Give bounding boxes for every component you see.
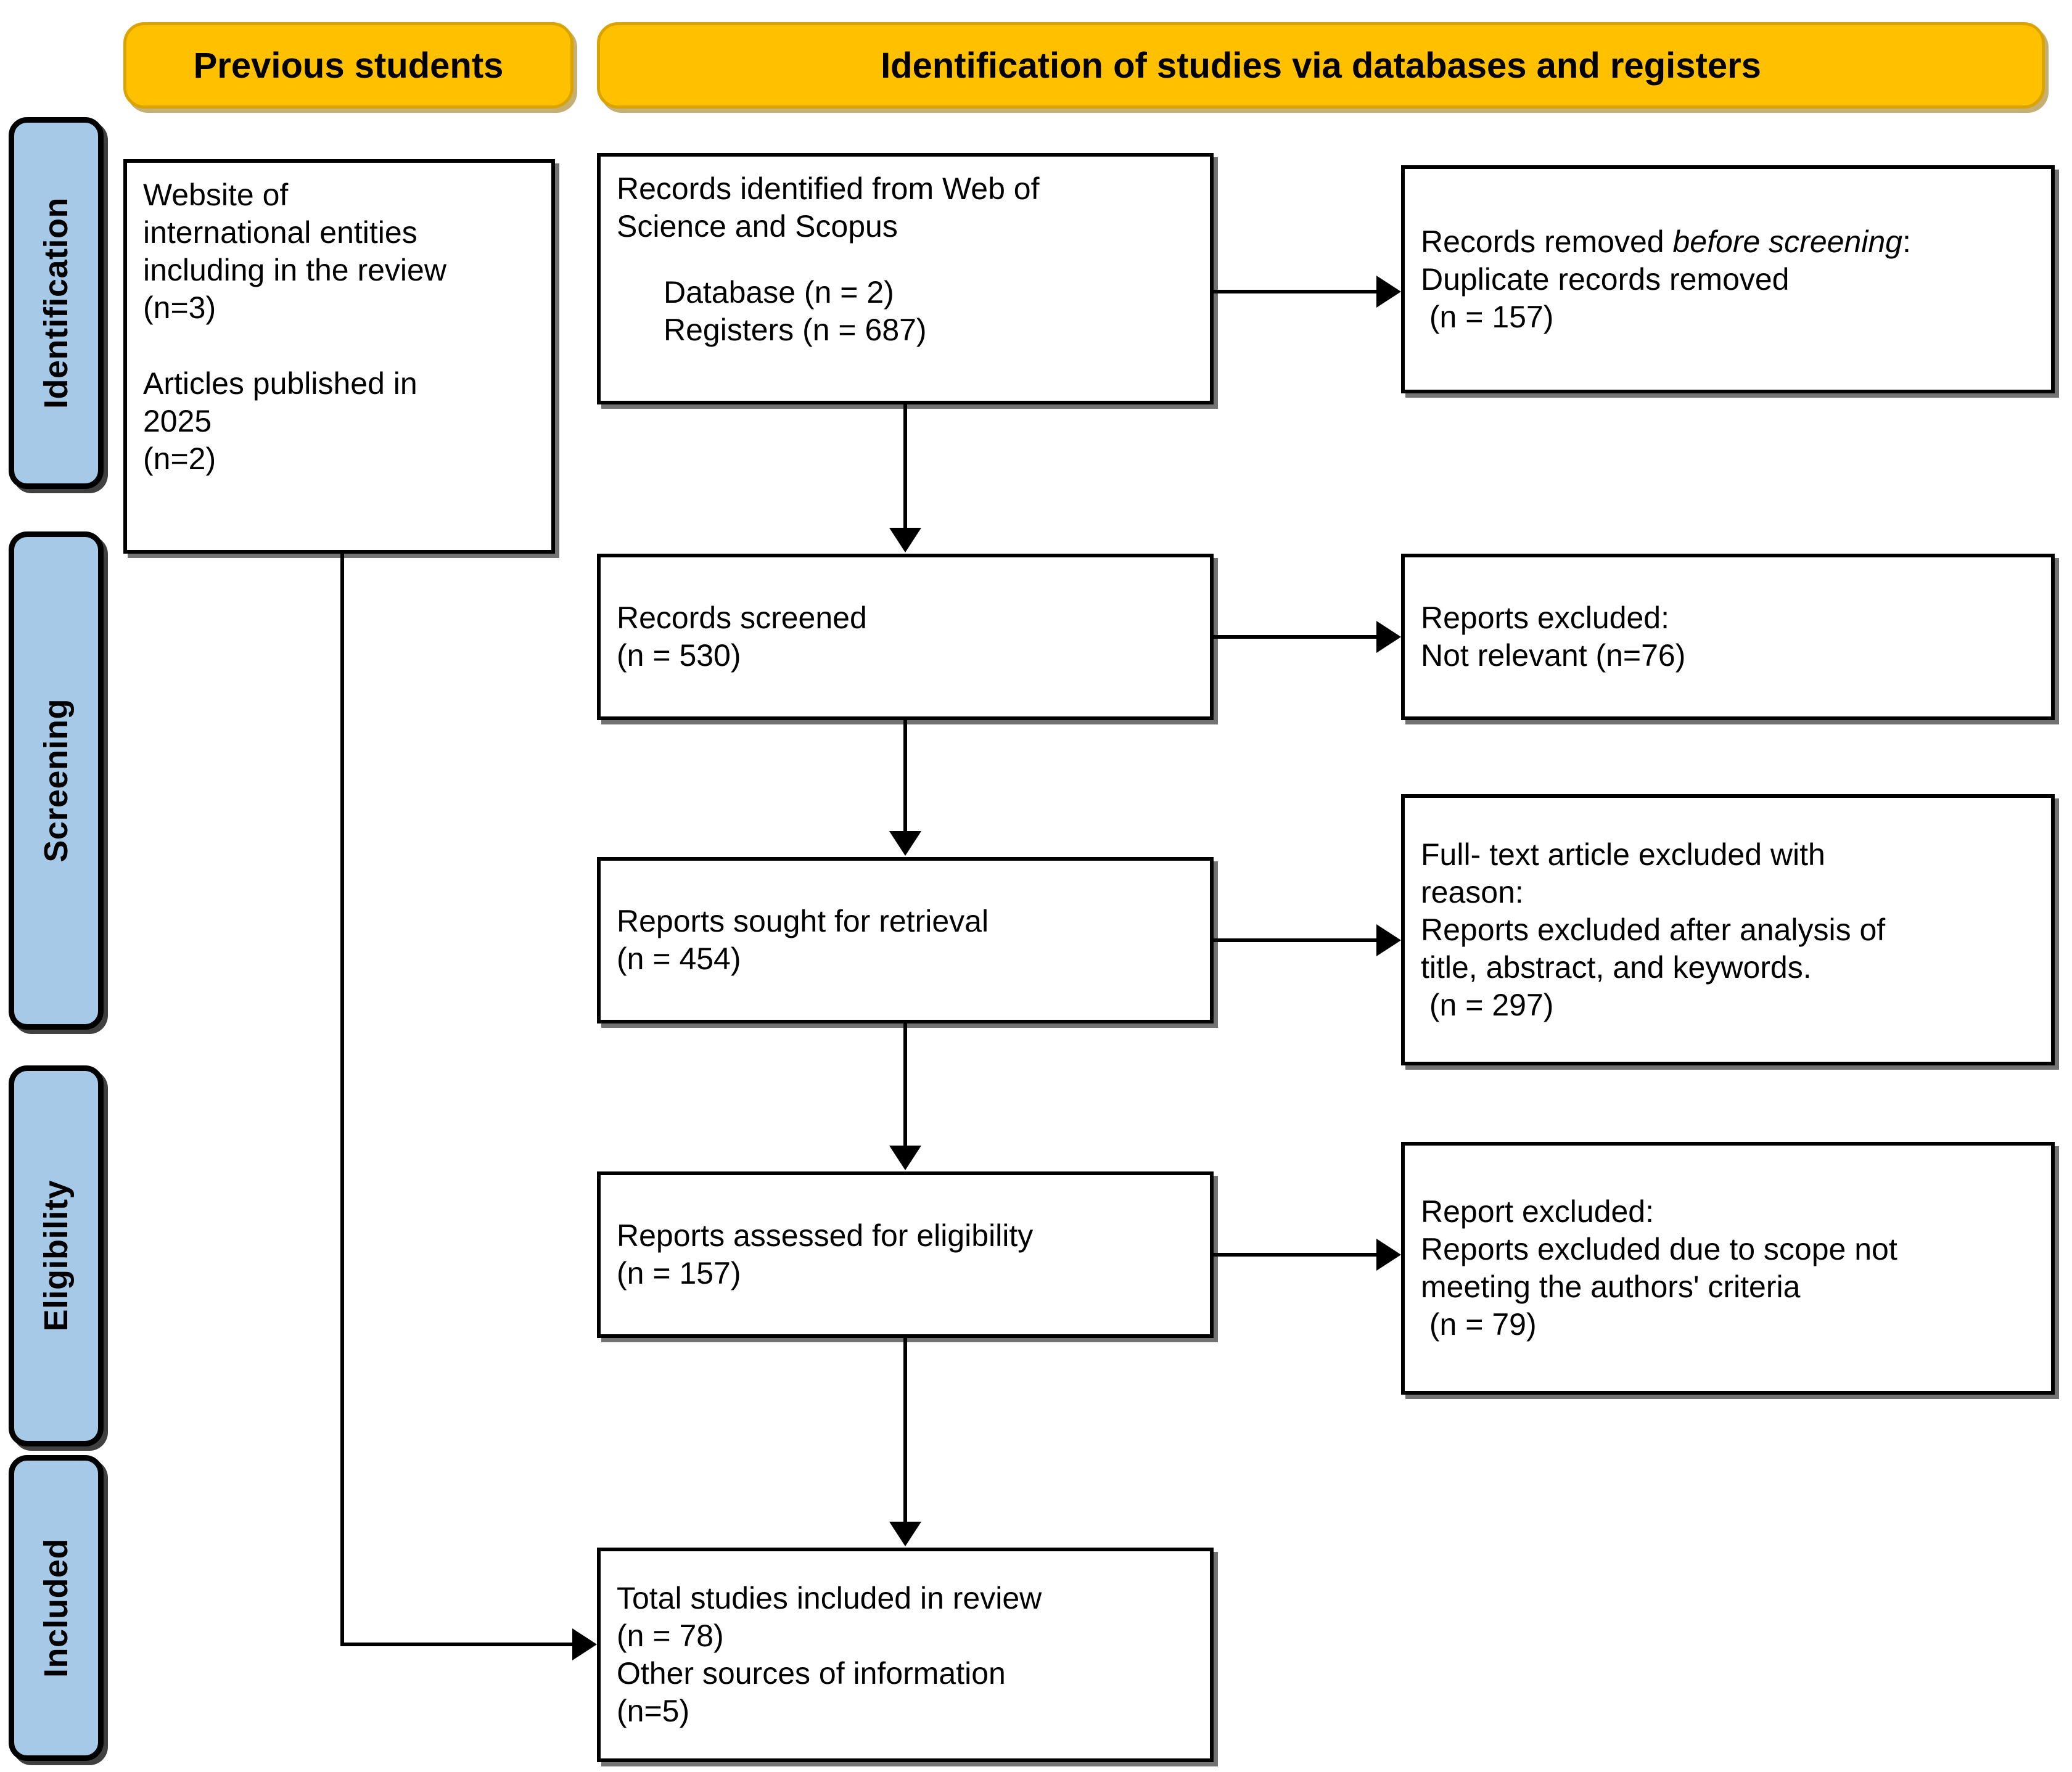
box-fulltext-excluded-with-reason: Full- text article excluded with reason:… bbox=[1401, 794, 2055, 1065]
report-excluded-eligibility-count: (n = 79) bbox=[1421, 1307, 1537, 1342]
arrowhead-assessed-to-total-included bbox=[889, 1522, 921, 1546]
arrowhead-sought-to-fulltext-excluded bbox=[1376, 924, 1401, 956]
banner-identification-label: Identification of studies via databases … bbox=[881, 45, 1761, 86]
connector-sought-to-fulltext-excluded bbox=[1214, 938, 1376, 942]
arrowhead-sought-to-assessed bbox=[889, 1146, 921, 1170]
reports-assessed-count: (n = 157) bbox=[617, 1256, 741, 1290]
duplicates-line-1: Records removed before screening: bbox=[1421, 223, 2035, 261]
banner-previous-students: Previous students bbox=[123, 22, 574, 109]
spacer bbox=[617, 245, 1194, 274]
records-screened-label: Records screened bbox=[617, 601, 867, 635]
records-identified-database-count: Database (n = 2) bbox=[664, 275, 894, 310]
stage-chip-eligibility: Eligibility bbox=[9, 1065, 104, 1446]
stage-chip-included: Included bbox=[9, 1455, 104, 1761]
duplicates-italic-before-screening: before screening bbox=[1672, 224, 1902, 259]
connector-identified-to-duplicates bbox=[1214, 290, 1376, 293]
reports-sought-label: Reports sought for retrieval bbox=[617, 904, 989, 938]
connector-identified-to-screened bbox=[903, 404, 907, 529]
connector-prev-sources-vertical bbox=[340, 552, 344, 1646]
box-records-screened: Records screened (n = 530) bbox=[597, 554, 1214, 720]
stage-label-eligibility: Eligibility bbox=[38, 1180, 75, 1332]
total-included-count: (n = 78) bbox=[617, 1618, 724, 1653]
reports-excluded-screening-line-2: Not relevant (n=76) bbox=[1421, 638, 1686, 673]
box-duplicate-records-removed: Records removed before screening: Duplic… bbox=[1401, 165, 2055, 393]
previous-sources-websites-text: Website of international entities includ… bbox=[143, 178, 446, 325]
fulltext-excluded-line-1: Full- text article excluded with bbox=[1421, 837, 1825, 872]
reports-excluded-screening-line-1: Reports excluded: bbox=[1421, 601, 1670, 635]
arrowhead-screened-to-sought bbox=[889, 831, 921, 856]
fulltext-excluded-count: (n = 297) bbox=[1421, 987, 1554, 1022]
stage-chip-identification: Identification bbox=[9, 117, 104, 489]
report-excluded-eligibility-line-1: Report excluded: bbox=[1421, 1194, 1655, 1229]
stage-label-included: Included bbox=[38, 1538, 75, 1678]
total-included-line-1: Total studies included in review bbox=[617, 1581, 1042, 1615]
banner-identification-via-databases: Identification of studies via databases … bbox=[597, 22, 2045, 109]
connector-assessed-to-total-included bbox=[903, 1338, 907, 1523]
duplicates-line-2: Duplicate records removed bbox=[1421, 261, 1790, 297]
reports-sought-count: (n = 454) bbox=[617, 941, 741, 976]
stage-label-screening: Screening bbox=[38, 699, 75, 863]
connector-screened-to-excluded bbox=[1214, 635, 1376, 639]
stage-chip-screening: Screening bbox=[9, 531, 104, 1030]
total-included-other-sources-label: Other sources of information bbox=[617, 1656, 1006, 1691]
box-reports-assessed-for-eligibility: Reports assessed for eligibility (n = 15… bbox=[597, 1171, 1214, 1338]
arrowhead-identified-to-duplicates bbox=[1376, 276, 1401, 308]
arrowhead-identified-to-screened bbox=[889, 528, 921, 552]
connector-sought-to-assessed bbox=[903, 1023, 907, 1147]
records-identified-heading: Records identified from Web of Science a… bbox=[617, 171, 1040, 244]
duplicates-count: (n = 157) bbox=[1421, 299, 1554, 334]
report-excluded-eligibility-line-3: meeting the authors' criteria bbox=[1421, 1270, 1801, 1304]
fulltext-excluded-line-4: title, abstract, and keywords. bbox=[1421, 950, 1812, 985]
box-total-studies-included: Total studies included in review (n = 78… bbox=[597, 1548, 1214, 1762]
connector-assessed-to-report-excluded bbox=[1214, 1253, 1376, 1257]
box-previous-sources: Website of international entities includ… bbox=[123, 159, 555, 554]
records-screened-count: (n = 530) bbox=[617, 638, 741, 673]
banner-previous-students-label: Previous students bbox=[193, 45, 504, 86]
arrowhead-screened-to-excluded bbox=[1376, 621, 1401, 653]
connector-prev-sources-horizontal bbox=[340, 1643, 578, 1646]
duplicates-suffix: : bbox=[1902, 224, 1911, 259]
box-reports-excluded-screening: Reports excluded: Not relevant (n=76) bbox=[1401, 554, 2055, 720]
box-reports-sought-for-retrieval: Reports sought for retrieval (n = 454) bbox=[597, 857, 1214, 1023]
connector-screened-to-sought bbox=[903, 720, 907, 832]
box-records-identified: Records identified from Web of Science a… bbox=[597, 153, 1214, 404]
duplicates-prefix: Records removed bbox=[1421, 224, 1673, 259]
arrowhead-prev-sources-to-total-included bbox=[572, 1628, 597, 1660]
previous-sources-articles-text: Articles published in 2025 (n=2) bbox=[143, 366, 417, 476]
box-report-excluded-eligibility: Report excluded: Reports excluded due to… bbox=[1401, 1142, 2055, 1395]
stage-label-identification: Identification bbox=[38, 197, 75, 409]
report-excluded-eligibility-line-2: Reports excluded due to scope not bbox=[1421, 1232, 1897, 1266]
reports-assessed-label: Reports assessed for eligibility bbox=[617, 1218, 1034, 1253]
fulltext-excluded-line-2: reason: bbox=[1421, 874, 1524, 909]
records-identified-registers-count: Registers (n = 687) bbox=[664, 313, 927, 347]
fulltext-excluded-line-3: Reports excluded after analysis of bbox=[1421, 912, 1886, 947]
total-included-other-sources-count: (n=5) bbox=[617, 1694, 690, 1728]
arrowhead-assessed-to-report-excluded bbox=[1376, 1239, 1401, 1271]
